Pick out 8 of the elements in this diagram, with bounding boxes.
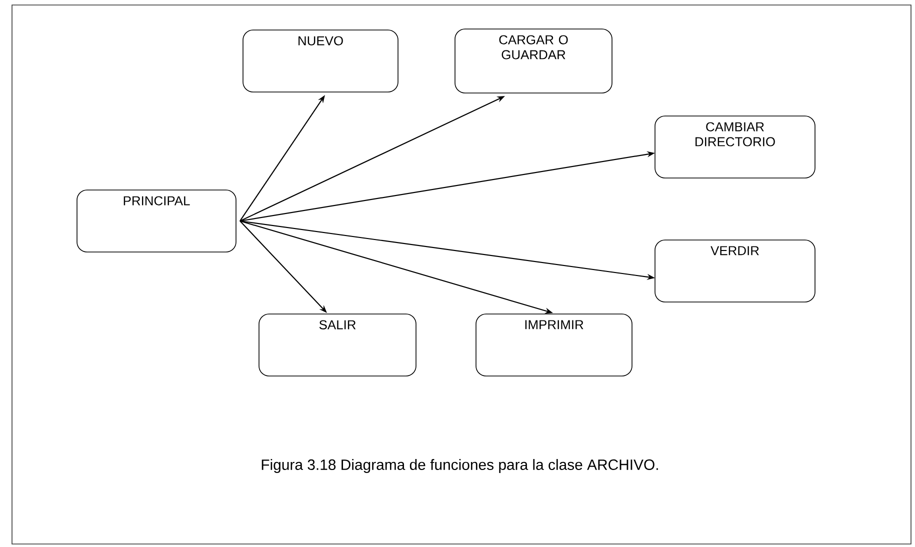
rounded-box: NUEVO — [242, 30, 398, 92]
rounded-box: PRINCIPAL — [76, 190, 236, 252]
rounded-box: VERDIR — [654, 240, 816, 302]
rounded-box: CARGAR O GUARDAR — [454, 28, 612, 94]
caption: Figura 3.18 Diagrama de funciones para la clase ARCHIVO. — [262, 459, 658, 473]
rounded-box: CAMBIAR DIRECTORIO — [654, 116, 816, 178]
rounded-box: IMPRIMIR — [476, 314, 632, 376]
rounded-box: SALIR — [258, 314, 416, 376]
